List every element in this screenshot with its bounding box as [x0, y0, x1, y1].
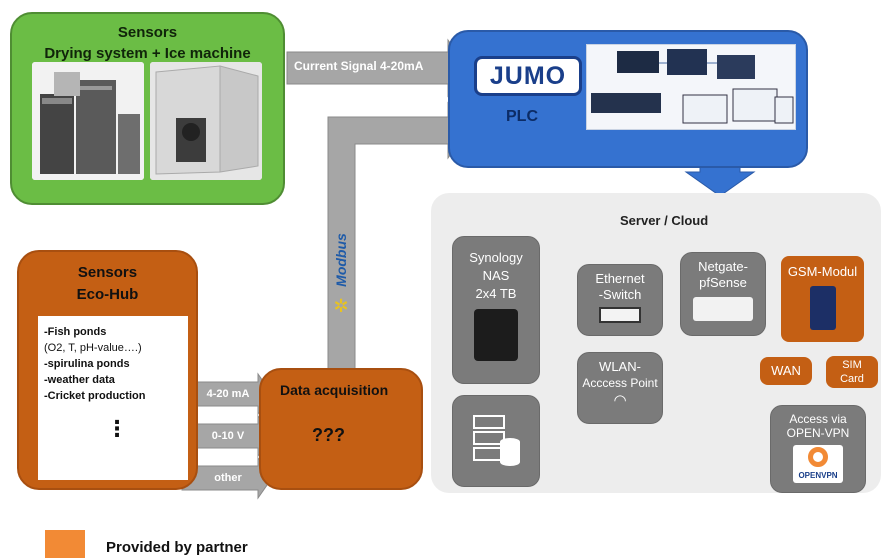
- data-acquisition-panel: [259, 368, 423, 490]
- openvpn-logo: OPENVPN: [793, 445, 843, 483]
- eco-item-fish-params: (O2, T, pH-value….): [44, 342, 142, 354]
- netgate-line-1: Netgate-: [698, 259, 748, 274]
- vpn-line-1: Access via: [789, 412, 847, 426]
- wifi-icon: ◠: [613, 392, 627, 409]
- gsm-label: GSM-Modul: [787, 264, 858, 279]
- plc-devices-image: [586, 44, 796, 130]
- openvpn-logo-text: OPENVPN: [798, 471, 838, 480]
- database-box: [452, 395, 540, 487]
- plc-label: PLC: [506, 108, 538, 125]
- synology-nas-box: Synology NAS 2x4 TB: [452, 236, 540, 384]
- wlan-line-2: Acccess Point: [582, 376, 658, 390]
- switch-line-2: -Switch: [598, 287, 642, 302]
- netgate-device-icon: [693, 297, 753, 321]
- netgate-pfsense-box: Netgate- pfSense: [680, 252, 766, 336]
- modbus-logo-icon: ✲: [333, 296, 349, 316]
- gsm-module-box: GSM-Modul: [781, 256, 864, 342]
- input-other-label: other: [214, 472, 242, 484]
- ethernet-switch-box: Ethernet -Switch: [577, 264, 663, 336]
- wlan-line-1: WLAN-: [599, 359, 641, 374]
- nas-line-3: 2x4 TB: [475, 286, 517, 301]
- nas-line-1: Synology: [469, 250, 523, 265]
- ecohub-title: Sensors: [77, 264, 138, 281]
- data-acquisition-title: Data acquisition: [280, 382, 389, 398]
- ice-machine-image: [150, 62, 262, 180]
- wlan-access-point-box: WLAN- Acccess Point ◠: [577, 352, 663, 424]
- netgate-line-2: pfSense: [699, 275, 747, 290]
- database-icon: [470, 412, 522, 470]
- vpn-line-2: OPEN-VPN: [786, 426, 850, 440]
- ecohub-subtitle: Eco-Hub: [76, 286, 139, 303]
- jumo-logo: JUMO: [474, 56, 582, 96]
- nas-line-2: NAS: [482, 268, 510, 283]
- more-items-ellipsis-icon: ⋮: [106, 416, 128, 441]
- drying-system-image: [32, 62, 144, 180]
- switch-icon: [599, 307, 641, 323]
- eco-item-fish-ponds: -Fish ponds: [44, 326, 107, 338]
- ecohub-sensor-list: -Fish ponds (O2, T, pH-value….) -spiruli…: [38, 316, 188, 480]
- input-4-20ma-label: 4-20 mA: [206, 388, 250, 400]
- sensors-drying-title: Sensors: [117, 24, 178, 41]
- nas-device-icon: [474, 309, 518, 361]
- wan-box: WAN: [760, 357, 812, 385]
- current-signal-label: Current Signal 4-20mA: [294, 59, 424, 73]
- sim-line-1: SIM: [842, 359, 862, 371]
- openvpn-logo-mark: [808, 447, 828, 467]
- wan-label: WAN: [771, 363, 801, 378]
- sensors-drying-subtitle: Drying system + Ice machine: [44, 45, 251, 62]
- data-acquisition-value: ???: [312, 425, 345, 445]
- legend-label: Provided by partner: [106, 539, 248, 556]
- sim-card-box: SIM Card: [826, 356, 878, 388]
- eco-item-spirulina: -spirulina ponds: [44, 358, 130, 370]
- eco-item-cricket: -Cricket production: [44, 390, 146, 402]
- server-cloud-title: Server / Cloud: [620, 213, 709, 228]
- switch-line-1: Ethernet: [595, 271, 645, 286]
- legend-swatch: [45, 530, 85, 558]
- sim-line-2: Card: [840, 373, 864, 385]
- eco-item-weather: -weather data: [44, 374, 115, 386]
- modbus-label: Modbus: [333, 233, 349, 287]
- openvpn-access-box: Access via OPEN-VPN OPENVPN: [770, 405, 866, 493]
- input-0-10v-label: 0-10 V: [211, 430, 245, 442]
- gsm-device-icon: [809, 286, 836, 330]
